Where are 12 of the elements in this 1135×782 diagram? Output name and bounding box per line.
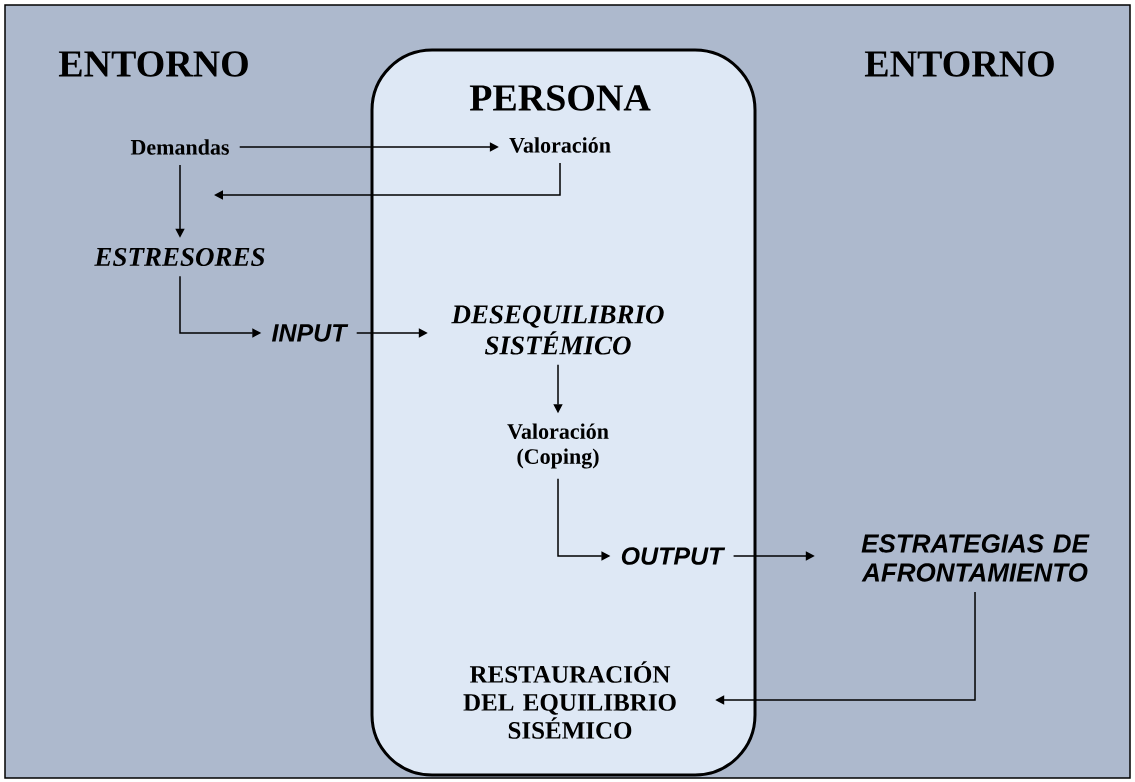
heading: ENTORNO [864, 51, 1054, 77]
node-label: RESTAURACIÓN DEL EQUILIBRIO SISÉMICO [463, 661, 676, 739]
node-label: INPUT [271, 324, 349, 342]
node-label: Demandas [130, 139, 229, 155]
node-label: OUTPUT [621, 547, 726, 565]
node-label: Valoración [509, 137, 611, 153]
heading: ENTORNO [58, 51, 248, 77]
node-label: DESEQUILIBRIO SISTÉMICO [451, 305, 664, 355]
node-label: ESTRESORES [94, 247, 265, 267]
node-label: Valoración (Coping) [507, 423, 609, 469]
arrow [214, 162, 561, 200]
node-label: ESTRATEGIAS DE AFRONTAMIENTO [861, 534, 1090, 582]
